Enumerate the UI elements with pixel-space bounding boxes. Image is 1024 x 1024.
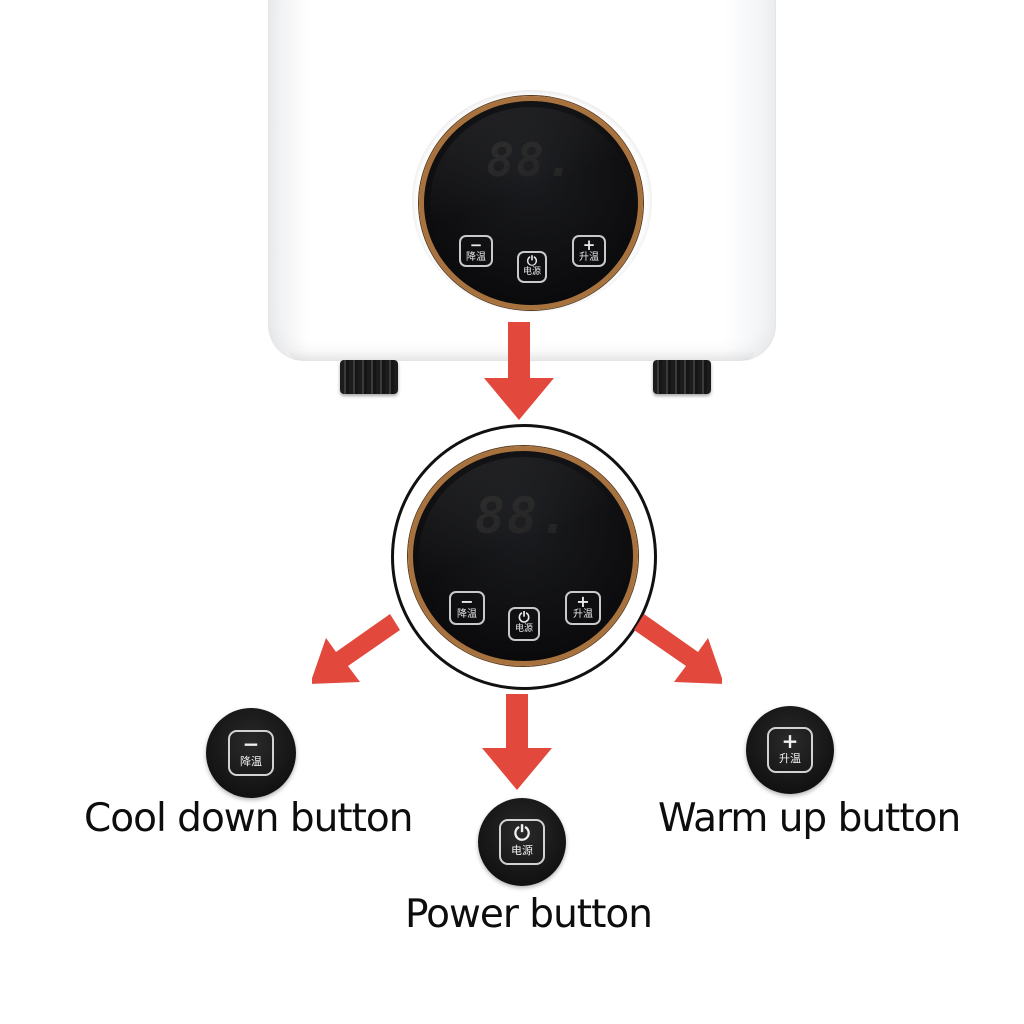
cool-down-caption: 降温 bbox=[457, 609, 477, 620]
warm-up-button-top[interactable]: + 升温 bbox=[572, 235, 606, 267]
water-outlet-pipe bbox=[653, 360, 711, 394]
cool-down-callout-caption: 降温 bbox=[240, 755, 262, 768]
minus-icon: − bbox=[469, 236, 483, 254]
power-button-top[interactable]: ⏻ 电源 bbox=[517, 251, 547, 283]
power-label: Power button bbox=[405, 892, 653, 937]
power-icon: ⏻ bbox=[514, 821, 530, 845]
warm-up-label: Warm up button bbox=[658, 796, 961, 841]
water-inlet-pipe bbox=[340, 360, 398, 394]
control-panel-top: 88. − 降温 ⏻ 电源 + 升温 bbox=[419, 96, 643, 310]
power-caption: 电源 bbox=[514, 624, 533, 634]
plus-icon: + bbox=[582, 236, 596, 254]
zoomed-temperature-display: 88. bbox=[474, 487, 572, 545]
warm-up-callout-caption: 升温 bbox=[779, 752, 801, 765]
arrow-down-center-icon bbox=[482, 694, 552, 790]
warm-up-caption: 升温 bbox=[573, 609, 593, 620]
warm-up-button-zoomed[interactable]: + 升温 bbox=[565, 591, 601, 625]
power-button-zoomed[interactable]: ⏻ 电源 bbox=[508, 607, 540, 641]
power-caption: 电源 bbox=[522, 267, 541, 277]
arrow-down-icon bbox=[484, 322, 554, 420]
power-icon: ⏻ bbox=[518, 610, 530, 626]
warm-up-caption: 升温 bbox=[579, 252, 599, 263]
plus-icon: + bbox=[781, 729, 799, 753]
cool-down-caption: 降温 bbox=[466, 252, 486, 263]
arrow-down-right-icon bbox=[634, 614, 722, 684]
cool-down-button-zoomed[interactable]: − 降温 bbox=[449, 591, 485, 625]
cool-down-button-icon[interactable]: − 降温 bbox=[206, 708, 296, 798]
power-icon: ⏻ bbox=[526, 254, 538, 269]
cool-down-label: Cool down button bbox=[84, 796, 413, 841]
minus-icon: − bbox=[242, 732, 260, 756]
plus-icon: + bbox=[576, 592, 590, 611]
temperature-display: 88. bbox=[486, 133, 576, 187]
control-panel-zoomed: 88. − 降温 ⏻ 电源 + 升温 bbox=[408, 446, 638, 666]
arrow-down-left-icon bbox=[312, 614, 400, 684]
warm-up-button-icon[interactable]: + 升温 bbox=[746, 706, 834, 794]
cool-down-button-top[interactable]: − 降温 bbox=[459, 235, 493, 267]
power-button-icon[interactable]: ⏻ 电源 bbox=[478, 798, 566, 886]
power-callout-caption: 电源 bbox=[511, 844, 533, 857]
minus-icon: − bbox=[460, 592, 474, 611]
